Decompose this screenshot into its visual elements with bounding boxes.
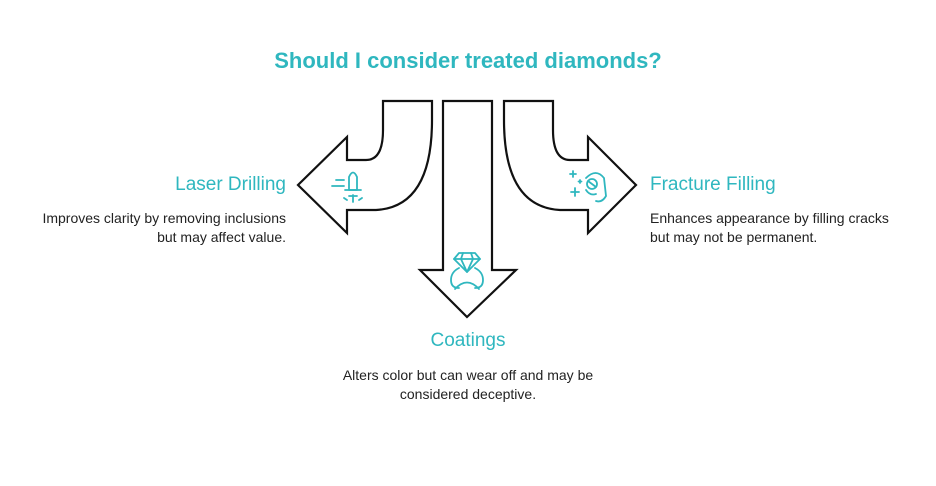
filling-hand-icon [569, 170, 607, 203]
center-arrow [417, 99, 519, 319]
laser-drill-icon [331, 171, 363, 203]
fracture-filling-description: Enhances appearance by filling cracks bu… [650, 210, 889, 245]
left-arrow [296, 99, 434, 236]
diamond-ring-icon [450, 252, 484, 290]
laser-drilling-heading: Laser Drilling [175, 174, 286, 195]
coatings-description: Alters color but can wear off and may be… [342, 367, 594, 402]
right-arrow [502, 99, 638, 236]
coatings-heading: Coatings [430, 330, 506, 351]
page-title: Should I consider treated diamonds? [274, 48, 662, 73]
laser-drilling-description: Improves clarity by removing inclusions … [42, 210, 286, 245]
fracture-filling-heading: Fracture Filling [650, 174, 776, 195]
